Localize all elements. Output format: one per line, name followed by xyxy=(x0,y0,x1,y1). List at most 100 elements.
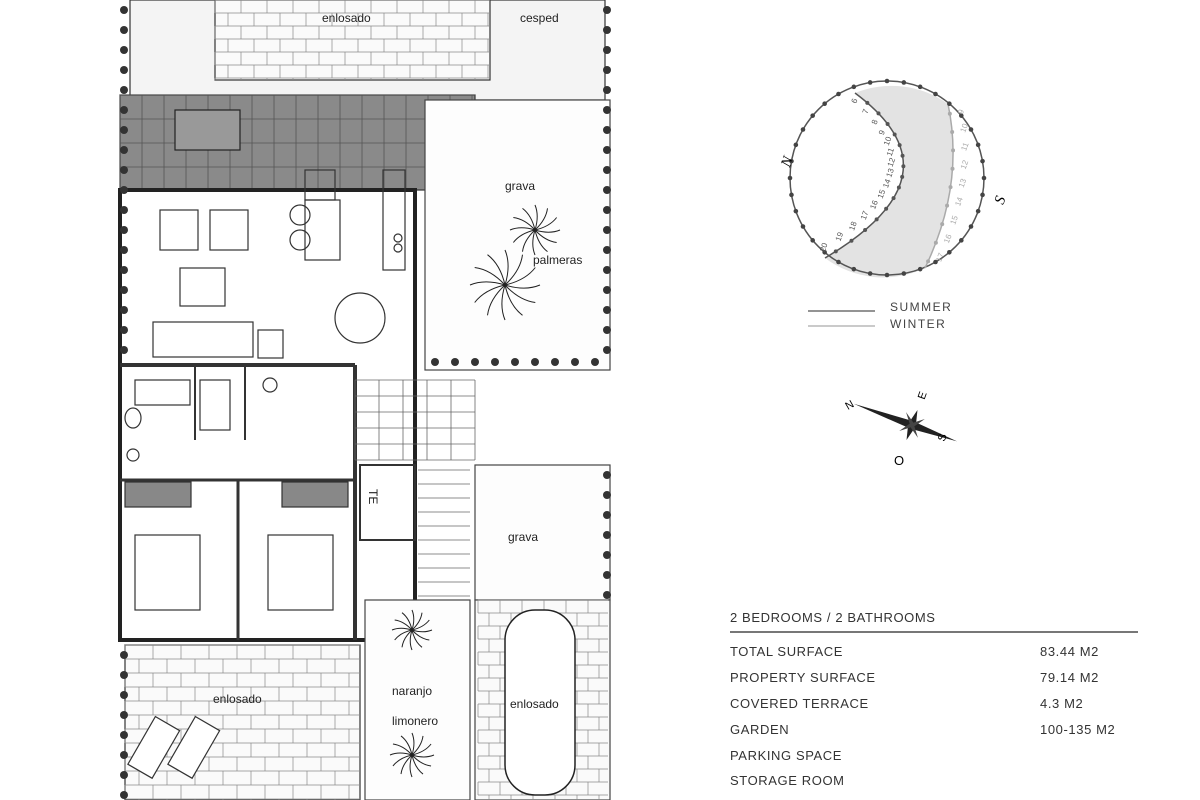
hour-dot xyxy=(926,259,931,264)
hour-label: 10 xyxy=(958,122,970,134)
hour-dot xyxy=(810,113,815,118)
hour-dot xyxy=(849,238,854,243)
hour-dot xyxy=(947,250,952,255)
terrace-table xyxy=(174,109,241,151)
hour-dot xyxy=(940,222,945,227)
hour-dot xyxy=(851,266,857,272)
hour-label: 7 xyxy=(861,107,871,115)
hour-label: 15 xyxy=(876,188,888,200)
sun-lounger xyxy=(127,715,181,780)
hour-dot xyxy=(892,132,897,137)
spec-label: PARKING SPACE xyxy=(730,747,843,763)
spec-label: COVERED TERRACE xyxy=(730,695,869,711)
spec-row: STORAGE ROOM xyxy=(730,768,1138,794)
hour-dot xyxy=(789,158,794,164)
hour-dot xyxy=(867,80,873,85)
hour-dot xyxy=(980,158,985,164)
label-lemon-tree: limonero xyxy=(392,714,438,728)
compass-o: O xyxy=(894,453,904,468)
hour-dot xyxy=(897,143,902,148)
hour-dot xyxy=(884,78,890,84)
hour-dot xyxy=(885,121,890,126)
hour-dot xyxy=(947,111,952,116)
hour-label: 20 xyxy=(818,241,830,253)
spec-value: 100-135 M2 xyxy=(1040,721,1116,737)
spec-label: PROPERTY SURFACE xyxy=(730,670,876,686)
storage-room xyxy=(359,464,416,541)
label-south: S xyxy=(992,194,1010,207)
label-north: N xyxy=(778,154,797,171)
hour-dot xyxy=(800,224,806,229)
spec-label: GARDEN xyxy=(730,721,790,737)
hour-dot xyxy=(981,175,987,181)
hour-dot xyxy=(917,84,923,90)
hour-dot xyxy=(863,228,868,233)
hour-label: 9 xyxy=(956,108,966,116)
hour-label: 10 xyxy=(882,135,894,147)
right-garden xyxy=(424,99,611,371)
hour-dot xyxy=(876,111,881,116)
hour-label: 6 xyxy=(850,97,860,105)
spec-row: GARDEN 100-135 M2 xyxy=(730,716,1138,742)
label-top-lawn: cesped xyxy=(520,11,559,25)
hour-dot xyxy=(980,192,985,198)
hour-dot xyxy=(900,174,905,179)
palm-plant-icon xyxy=(469,249,541,321)
hour-label: 16 xyxy=(942,232,954,244)
hour-dot xyxy=(933,91,938,97)
hour-dot xyxy=(793,208,799,214)
hour-dot xyxy=(800,127,806,132)
hour-label: 13 xyxy=(957,177,969,189)
hour-dot xyxy=(968,224,974,229)
label-lower-gravel: grava xyxy=(508,530,538,544)
hour-dot xyxy=(947,101,952,106)
hour-dot xyxy=(867,271,873,276)
hour-dot xyxy=(822,250,827,255)
hour-dot xyxy=(884,206,889,211)
hour-dot xyxy=(884,272,890,278)
spec-row: PROPERTY SURFACE 79.14 M2 xyxy=(730,665,1138,691)
spec-value: 79.14 M2 xyxy=(1040,670,1100,686)
covered-terrace xyxy=(119,94,476,191)
hour-dot xyxy=(865,100,870,105)
label-top-paving: enlosado xyxy=(322,11,371,25)
hour-label: 19 xyxy=(834,230,846,242)
hour-dot xyxy=(900,153,905,158)
hour-dot xyxy=(874,217,879,222)
hour-dot xyxy=(950,166,955,171)
hour-label: 17 xyxy=(859,209,871,221)
hour-label: 16 xyxy=(868,199,880,211)
spec-value: 83.44 M2 xyxy=(1040,644,1100,660)
sun-shade-area xyxy=(825,85,954,278)
spec-row: PARKING SPACE xyxy=(730,742,1138,768)
palm-plant-icon xyxy=(391,609,433,651)
compass-s: S xyxy=(936,432,950,443)
compass-rose-icon: N E S O xyxy=(843,390,958,468)
hour-label: 8 xyxy=(870,118,880,126)
hour-dot xyxy=(950,130,955,135)
hour-dot xyxy=(901,80,907,85)
compass-e: E xyxy=(916,390,930,401)
hour-dot xyxy=(789,192,794,198)
hour-dot xyxy=(959,113,964,118)
hour-dot xyxy=(851,84,857,90)
hour-dot xyxy=(951,148,956,153)
spec-label: STORAGE ROOM xyxy=(730,773,845,789)
hour-dot xyxy=(833,249,838,254)
hour-dot xyxy=(793,142,799,148)
hour-label: 13 xyxy=(884,167,896,179)
label-orange-tree: naranjo xyxy=(392,684,432,698)
hour-dot xyxy=(975,208,981,214)
hour-dot xyxy=(959,238,964,243)
label-parking-paving: enlosado xyxy=(510,697,559,711)
fruit-garden xyxy=(364,599,471,800)
sun-lounger xyxy=(167,715,221,780)
hour-label: 17 xyxy=(934,251,946,263)
hour-dot xyxy=(933,259,938,265)
spec-label: TOTAL SURFACE xyxy=(730,644,844,660)
hour-label: 12 xyxy=(959,158,971,170)
legend-winter: WINTER xyxy=(890,317,947,331)
hour-label: 9 xyxy=(877,128,887,136)
spec-value: 4.3 M2 xyxy=(1040,695,1084,711)
